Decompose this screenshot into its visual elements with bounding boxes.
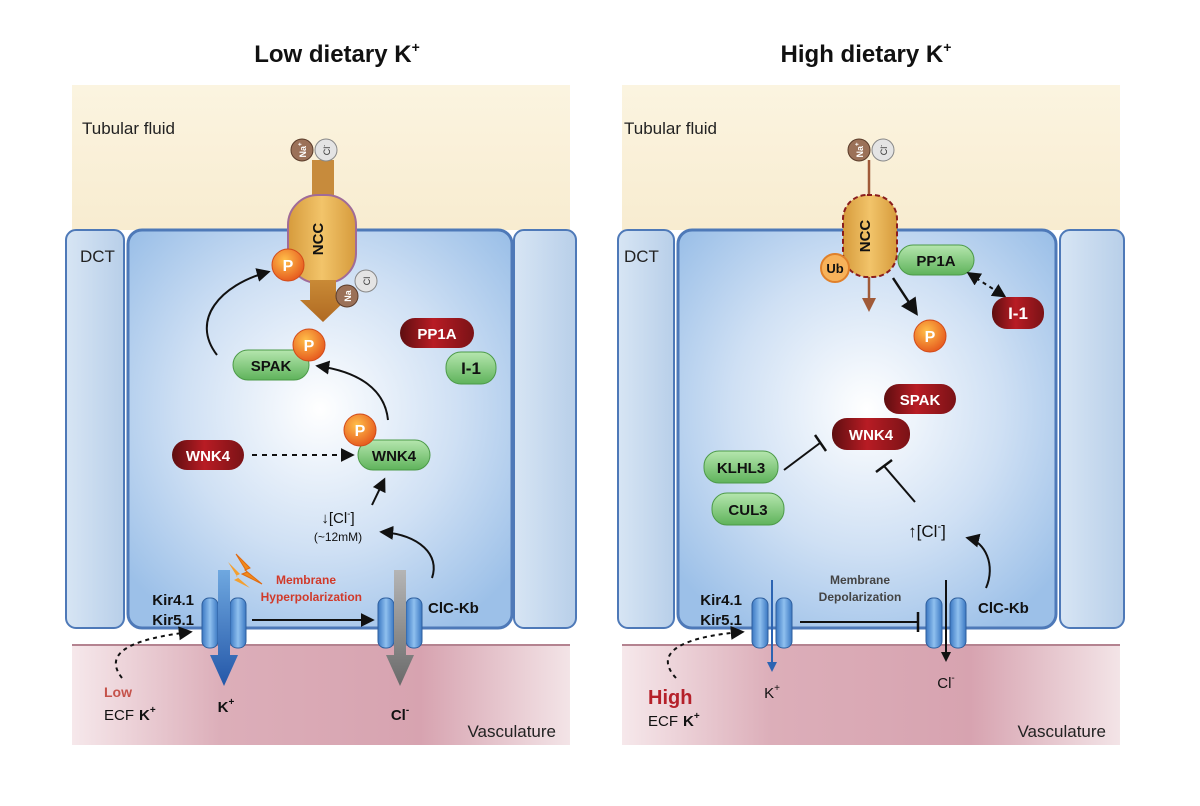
ub-label: Ub [826,261,843,276]
cul3: CUL3 [711,492,785,526]
released-phosphate-label: P [925,329,936,346]
ncc-transporter-right: NCC [842,194,898,278]
wnk4-inactive-label: WNK4 [186,448,231,465]
na-ion-label: Na+ [298,142,308,158]
kir41-label: Kir4.1 [152,592,194,609]
neighbor-cell-left-right [617,229,675,629]
hyperpolarization-label: Hyperpolarization [261,590,362,604]
right-panel: High dietary K+ Tubular fluid Vasculatur… [617,39,1125,745]
cl-concentration-right: ↑[Cl-] [908,521,946,541]
ncc-label: NCC [310,223,327,256]
cl-concentration: ↓[Cl-] [321,509,354,527]
inhibit-klhl3-wnk4 [783,442,821,471]
clc-channel-right [925,580,967,662]
ncc-phosphate: P [271,248,305,282]
pp1a-label: PP1A [417,326,456,343]
ion-pair-inside: Na Cl [335,269,378,308]
ion-pair-top: Na+ Cl- [290,138,338,162]
kir51-label: Kir5.1 [152,612,194,629]
k-efflux-label-right: K+ [764,683,780,702]
clc-label-right: ClC-Kb [978,600,1029,617]
arrow-clc-to-cl-right [965,533,991,589]
left-title: Low dietary K+ [254,39,420,68]
clc-channel-left [377,570,423,686]
vasculature-label-right: Vasculature [1017,722,1106,741]
klhl3-label: KLHL3 [717,460,765,477]
arrow-spak-to-ncc [205,268,271,356]
i1-right: I-1 [992,297,1044,329]
cl-ion-label-right: Cl- [879,145,889,156]
membrane-label: Membrane [276,573,336,587]
membrane-label-right: Membrane [830,573,890,587]
vasculature-region [72,645,570,745]
lightning-icon-small [228,562,250,588]
klhl3: KLHL3 [703,450,779,484]
na-ion-label-right: Na+ [855,142,865,158]
arrow-clc-to-cl [379,525,435,579]
vasculature-label: Vasculature [467,722,556,741]
cl-efflux-label: Cl- [391,705,409,724]
i1-label: I-1 [461,359,481,378]
tubular-fluid-label-right: Tubular fluid [624,119,717,138]
ubiquitin: Ub [820,253,850,283]
cl-ion-label: Cl- [322,145,332,156]
tubular-fluid-label: Tubular fluid [82,119,175,138]
spak-right: SPAK [884,384,956,414]
kir51-label-right: Kir5.1 [700,612,742,629]
wnk4-active: WNK4 P [343,413,431,471]
arrow-ecf-to-kir [114,626,193,679]
kir-channel-left [201,570,247,686]
dct-label-right: DCT [624,247,659,266]
arrow-dephosphorylation [891,277,918,316]
ncc-transporter: NCC [287,160,357,322]
depolarization-label: Depolarization [819,590,902,604]
ncc-label-right: NCC [857,220,874,253]
released-phosphate: P [913,319,947,353]
ion-pair-top-right: Na+ Cl- [847,138,895,162]
vasculature-region-right [622,645,1120,745]
right-title: High dietary K+ [781,39,952,68]
inhibit-cl-wnk4 [883,465,916,503]
arrow-ecf-to-kir-right [667,625,745,679]
left-panel: Low dietary K+ Tubular fluid Vasculature… [65,39,577,745]
clc-label: ClC-Kb [428,600,479,617]
spak-label: SPAK [251,358,292,375]
i1-left: I-1 [445,351,497,385]
na-ion-inside-label: Na [343,289,353,301]
spak-left: SPAK P [232,328,326,381]
i1-label-right: I-1 [1008,304,1028,323]
k-efflux-label: K+ [218,697,235,716]
wnk4-phosphate-label: P [355,423,366,440]
neighbor-cell-right [513,229,577,629]
arrow-pp1a-i1 [966,271,1007,298]
neighbor-cell-left [65,229,125,629]
pp1a-label-right: PP1A [916,253,955,270]
spak-phosphate-label: P [304,338,315,355]
wnk4-active-label: WNK4 [372,448,417,465]
cul3-label: CUL3 [728,502,767,519]
kir-channel-right [751,580,793,672]
wnk4-inactive: WNK4 [172,440,244,470]
ecf-level-label: Low [104,684,132,700]
lightning-icon [235,553,263,585]
wnk4-label-right: WNK4 [849,427,894,444]
wnk4-right: WNK4 [832,418,910,450]
dct-label: DCT [80,247,115,266]
neighbor-cell-right-right [1059,229,1125,629]
pp1a-left: PP1A [400,318,474,348]
arrow-cl-to-wnk4 [371,477,386,506]
ecf-level-label-right: High [648,687,692,709]
spak-label-right: SPAK [900,392,941,409]
cl-concentration-value: (~12mM) [314,530,362,544]
ncc-phosphate-label: P [283,258,294,275]
cl-efflux-label-right: Cl- [937,673,955,692]
arrow-wnk4-to-spak [315,360,389,421]
pp1a-right: PP1A [897,244,975,276]
kir41-label-right: Kir4.1 [700,592,742,609]
cl-ion-inside-label: Cl [362,277,372,286]
